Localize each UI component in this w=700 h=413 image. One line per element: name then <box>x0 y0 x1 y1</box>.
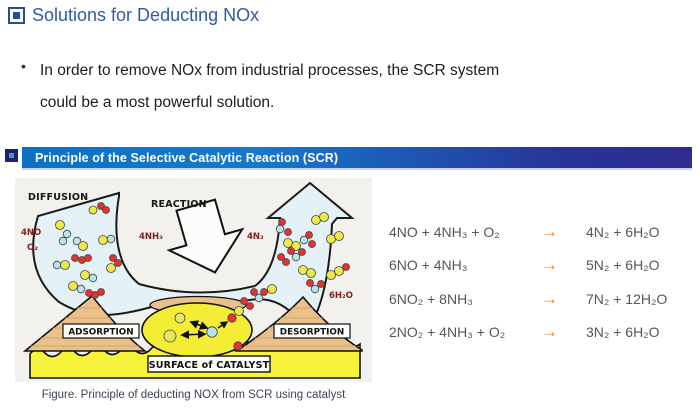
reaction-arrow-icon: → <box>541 322 558 342</box>
title-row: Solutions for Deducting NOx <box>8 5 259 26</box>
bullet-marker: • <box>21 58 26 74</box>
equation-rhs: 3N₂ + 6H₂O <box>586 324 660 341</box>
reaction-arrow-icon: → <box>541 221 558 241</box>
svg-text:DESORPTION: DESORPTION <box>280 328 344 338</box>
reactant-no-label: 4NO <box>21 228 41 238</box>
equation-lhs: 2NO₂ + 4NH₃ + O₂ <box>389 324 506 341</box>
adsorption-label: ADSORPTION <box>62 323 140 339</box>
scr-diagram: DIFFUSION REACTION 4NO O₂ 4NH₃ 4N₂ 6H₂O … <box>15 178 372 382</box>
section-header-bar: Principle of the Selective Catalytic Rea… <box>22 147 692 170</box>
reaction-label: REACTION <box>151 199 207 210</box>
equation-lhs: 6NO₂ + 8NH₃ <box>389 290 473 307</box>
section-square-bullet-icon <box>5 149 18 162</box>
svg-text:ADSORPTION: ADSORPTION <box>68 328 133 338</box>
equation-rhs: 7N₂ + 12H₂O <box>586 290 668 307</box>
reaction-site-ellipse <box>141 302 253 358</box>
page-title: Solutions for Deducting NOx <box>32 5 260 25</box>
diffusion-label: DIFFUSION <box>28 192 88 203</box>
product-n2-label: 4N₂ <box>247 232 264 242</box>
surface-of-catalyst-label: SURFACE of CATALYST <box>147 355 271 373</box>
equation-row: 4NO + 4NH₃ + O₂ → 4N₂ + 6H₂O <box>389 215 689 249</box>
equations-panel: 4NO + 4NH₃ + O₂ → 4N₂ + 6H₂O 6NO + 4NH₃ … <box>389 215 689 349</box>
equation-rhs: 4N₂ + 6H₂O <box>586 223 660 240</box>
figure-caption: Figure. Principle of deducting NOX from … <box>41 389 346 401</box>
equation-row: 6NO + 4NH₃ → 5N₂ + 6H₂O <box>389 249 689 283</box>
square-bullet-icon <box>8 7 25 24</box>
svg-text:SURFACE of CATALYST: SURFACE of CATALYST <box>149 360 270 371</box>
bullet-text: In order to remove NOx from industrial p… <box>40 55 640 119</box>
equation-rhs: 5N₂ + 6H₂O <box>586 257 660 274</box>
equation-row: 2NO₂ + 4NH₃ + O₂ → 3N₂ + 6H₂O <box>389 316 689 350</box>
bullet-line-1: In order to remove NOx from industrial p… <box>40 62 500 79</box>
section-header-title: Principle of the Selective Catalytic Rea… <box>35 150 339 165</box>
molecules <box>52 202 350 316</box>
equation-lhs: 6NO + 4NH₃ <box>389 257 468 274</box>
equation-lhs: 4NO + 4NH₃ + O₂ <box>389 223 500 240</box>
reactant-o2-label: O₂ <box>27 243 38 253</box>
reaction-down-arrow <box>166 198 245 274</box>
reaction-arrow-icon: → <box>541 288 558 308</box>
equation-row: 6NO₂ + 8NH₃ → 7N₂ + 12H₂O <box>389 282 689 316</box>
reactant-nh3-label: 4NH₃ <box>139 232 163 242</box>
reaction-arrow-icon: → <box>541 255 558 275</box>
bullet-line-2: could be a most powerful solution. <box>40 94 275 111</box>
desorption-label: DESORPTION <box>273 323 351 339</box>
product-h2o-label: 6H₂O <box>329 291 353 301</box>
